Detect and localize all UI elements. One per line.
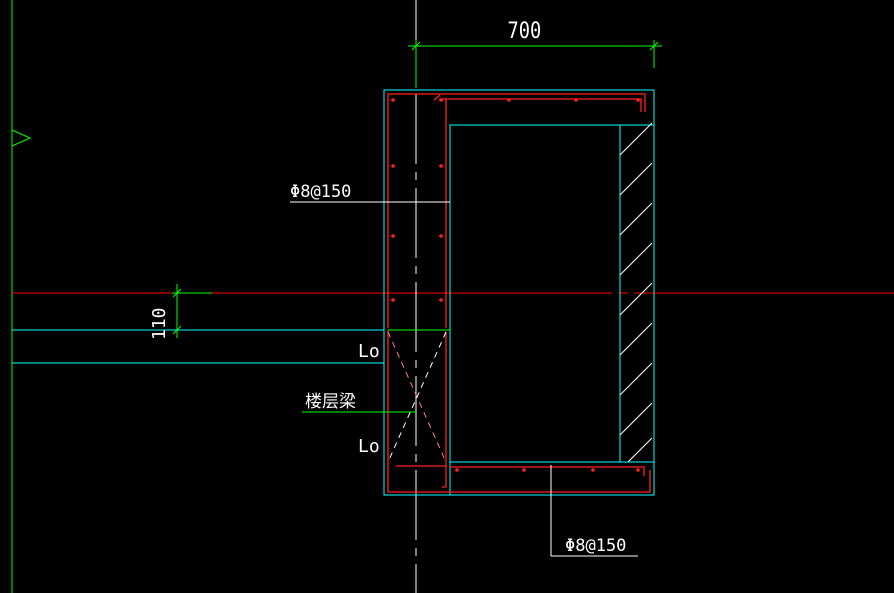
rebar-dot [636, 98, 640, 102]
rebar-dot [439, 164, 443, 168]
lap-label-upper: Lo [358, 341, 380, 362]
rebar-dot [574, 98, 578, 102]
rebar-dot [591, 468, 595, 472]
dimension-left [172, 284, 212, 338]
hatch-line [619, 202, 653, 236]
rebar-dot [455, 468, 459, 472]
lap-diagonal [387, 331, 447, 463]
rebar-bottom-outer [387, 330, 651, 493]
level-marker-symbol [11, 129, 32, 147]
lap-label-lower: Lo [358, 436, 380, 457]
rebar-dot [391, 234, 395, 238]
hatch-line [619, 402, 653, 436]
beam-lap-zone [387, 329, 450, 463]
beam-label: 楼层梁 [305, 392, 356, 412]
dimension-tick-left [411, 41, 421, 51]
rebar-dot [391, 298, 395, 302]
rebar-dot [522, 468, 526, 472]
hatch-line [619, 242, 653, 276]
rebar-dot [439, 98, 443, 102]
rebar-label-left: Φ8@150 [290, 182, 351, 202]
rebar-bottom-long [450, 466, 645, 476]
leader-bottom-rebar [550, 465, 638, 557]
dimension-tick-bottom [172, 325, 182, 335]
dimension-tick-top [172, 288, 182, 298]
rebar-dot [439, 234, 443, 238]
rebar-top-hook [433, 94, 441, 101]
rebar-left-outer [387, 93, 646, 328]
rebar-dot [391, 98, 395, 102]
hatch-line [627, 437, 653, 463]
rebar-top-inner [446, 98, 642, 112]
inner-opening-outline [449, 124, 655, 463]
hatch-line [619, 282, 653, 316]
dimension-110-label: 110 [149, 307, 170, 340]
rebar-dots [391, 98, 640, 472]
rebar-dot [636, 468, 640, 472]
hatch-pattern [619, 122, 653, 463]
dimension-tick-right [649, 41, 659, 51]
dimension-700-label: 700 [507, 18, 541, 44]
rebar-dot [391, 164, 395, 168]
hatch-line [619, 122, 653, 156]
axis-lines [11, 0, 894, 593]
section-outline [383, 89, 655, 496]
hatch-line [619, 362, 653, 396]
dimension-top [408, 40, 662, 88]
hatch-line [619, 162, 653, 196]
rebar-bottom-inner [442, 332, 447, 488]
rebar-dot [507, 98, 511, 102]
rebar-dot [439, 298, 443, 302]
hatch-line [619, 322, 653, 356]
slab-outline [12, 329, 384, 364]
rebar-label-bottom: Φ8@150 [565, 536, 626, 556]
